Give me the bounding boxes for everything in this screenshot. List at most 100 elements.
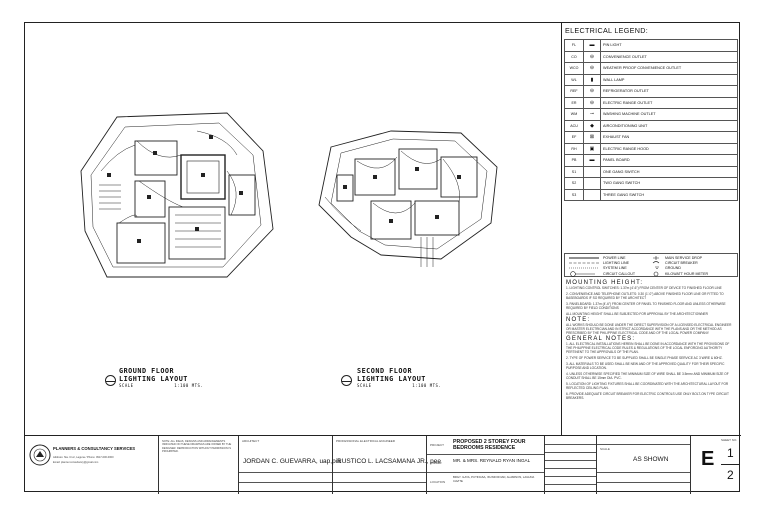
ground-floor-title: GROUND FLOOR LIGHTING LAYOUT SCALE 1:100… — [119, 367, 203, 388]
kwh-meter-label: KILOWATT HOUR METER — [665, 272, 709, 276]
second-floor-scale-value: 1:100 MTS. — [412, 383, 442, 388]
ground-floor-scale-value: 1:100 MTS. — [174, 383, 204, 388]
power-line-label: POWER LINE — [603, 256, 626, 260]
note-title: NOTE: — [566, 317, 591, 323]
legend-symbol-icon: ⊸ — [583, 108, 601, 121]
legend-row: CO⊖CONVENIENCE OUTLET — [564, 50, 738, 63]
mounting-height-item: 2. CONVENIENCE AND TELEPHONE OUTLETS: 0.… — [566, 292, 724, 300]
engineer-cell: PROFESSIONAL ELECTRICAL ENGINEER RUSTICO… — [333, 436, 441, 494]
main-breaker-label: MAIN SERVICE DROP — [665, 256, 703, 260]
scale-value: AS SHOWN — [633, 456, 669, 463]
legend-label: CONVENIENCE OUTLET — [600, 50, 738, 63]
circuit-breaker-label: CIRCUIT BREAKER — [665, 261, 698, 265]
scale-divider-3 — [597, 482, 690, 483]
firm-email: Email: planner.consultancy@gmail.com — [53, 461, 99, 464]
engineer-divider — [333, 472, 426, 473]
second-floor-scale: SCALE 1:100 MTS. — [357, 383, 441, 388]
legend-symbol-icon: ▬ — [583, 154, 601, 167]
general-notes-list: 1. ALL ELECTRICAL INSTALLATIONS HEREIN S… — [566, 342, 736, 400]
revision-cell — [545, 436, 597, 494]
legend-code: WCO — [564, 62, 584, 75]
second-floor-title-marker — [341, 375, 352, 386]
scale-label: SCALE — [600, 447, 610, 451]
architect-name: JORDAN C. GUEVARRA, uap,pia — [243, 458, 341, 465]
ground-floor-scale: SCALE 1:100 MTS. — [119, 383, 203, 388]
mounting-height-item: 1. LIGHTING CONTROL SWITCHES: 1.37m (4'-… — [566, 286, 722, 290]
legend-title: ELECTRICAL LEGEND: — [565, 26, 649, 35]
legend-label: WASHING MACHINE OUTLET — [600, 108, 738, 121]
general-note-item: 4. UNLESS OTHERWISE SPECIFIED THE MINIMU… — [566, 372, 729, 380]
ground-floor-title-marker — [105, 375, 116, 386]
ground-floor-scale-label: SCALE — [119, 383, 134, 388]
legend-code: PB — [564, 154, 584, 167]
legend-label: THREE GANG SWITCH — [600, 188, 738, 201]
project-label: PROJECT — [430, 443, 445, 447]
firm-name: PLANNERS & CONSULTANCY SERVICES — [53, 446, 136, 451]
owner-name: MR. & MRS. REYNALD RYAN INGAL — [453, 458, 531, 463]
note-text: ALL WORKS SHOULD BE DONE UNDER THE DIREC… — [566, 323, 732, 335]
legend-code: ACU — [564, 119, 584, 132]
general-note-item: 3. ALL MATERIALS TO BE USED SHALL BE NEW… — [566, 362, 725, 370]
general-note-item: 5. LOCATION OF LIGHTING FIXTURES SHALL B… — [566, 382, 729, 390]
architect-divider-2 — [239, 482, 332, 483]
legend-row: RH▣ELECTRIC RANGE HOOD — [564, 142, 738, 155]
legend-label: WEATHER PROOF CONVENIENCE OUTLET — [600, 62, 738, 75]
owner-divider — [427, 472, 544, 473]
mounting-height-list: 1. LIGHTING CONTROL SWITCHES: 1.37m (4'-… — [566, 286, 736, 316]
sheet-fraction-line — [721, 464, 739, 465]
firm-cell: PLANNERS & CONSULTANCY SERVICES Address:… — [25, 436, 159, 494]
firm-contact: Address: Sta. Cruz, Laguna / Phone: 0917… — [53, 456, 114, 459]
legend-label: TWO GANG SWITCH — [600, 177, 738, 190]
ground-floor-subtitle: LIGHTING LAYOUT — [119, 375, 188, 383]
location-label: LOCATION — [430, 480, 446, 484]
architect-divider — [239, 472, 332, 473]
scale-cell: SCALE AS SHOWN — [597, 436, 691, 494]
mounting-height-item: ALL MOUNTING HEIGHT SHALL BE SUBJECTED F… — [566, 312, 708, 316]
revision-line-5 — [545, 476, 596, 477]
legend-symbol-icon: ▬ — [583, 39, 601, 52]
second-floor-subtitle: LIGHTING LAYOUT — [357, 375, 426, 383]
legend-symbol-icon: ▮ — [583, 73, 601, 86]
second-floor-scale-label: SCALE — [357, 383, 372, 388]
legend-row: REF⊖REFRIGERATOR OUTLET — [564, 85, 738, 98]
legend-label: ONE GANG SWITCH — [600, 165, 738, 178]
legend-code: REF — [564, 85, 584, 98]
legend-code: S3 — [564, 188, 584, 201]
legend-symbol-icon: ▣ — [583, 142, 601, 155]
legend-symbol-icon: ⊖ — [583, 62, 601, 75]
system-line-label: SYSTEM LINE — [603, 266, 627, 270]
lighting-line-label: LIGHTING LINE — [603, 261, 629, 265]
location-value: BRGY. ILAYA, PUTINGSA, IKUNDI ROAD, ALAM… — [453, 475, 535, 483]
legend-label: ELECTRIC RANGE OUTLET — [600, 96, 738, 109]
general-note-item: 1. ALL ELECTRICAL INSTALLATIONS HEREIN S… — [566, 342, 730, 354]
ground-floor-title-text: GROUND FLOOR — [119, 367, 175, 375]
legend-row: WM⊸WASHING MACHINE OUTLET — [564, 108, 738, 121]
legend-row: WCO⊖WEATHER PROOF CONVENIENCE OUTLET — [564, 62, 738, 75]
legend-code: ER — [564, 96, 584, 109]
legend-label: PANEL BOARD — [600, 154, 738, 167]
architect-cell: ARCHITECT JORDAN C. GUEVARRA, uap,pia — [239, 436, 341, 494]
revision-line-4 — [545, 468, 596, 469]
sheet-cell: SHEET NO. E 1 2 — [691, 436, 741, 494]
revision-line-2 — [545, 452, 596, 453]
legend-code: FL — [564, 39, 584, 52]
legend-code: CO — [564, 50, 584, 63]
legend-code: EF — [564, 131, 584, 144]
legend-symbol-icon: ⊠ — [583, 131, 601, 144]
mounting-height-title: MOUNTING HEIGHT: — [566, 280, 644, 286]
second-floor-plan — [318, 130, 498, 267]
second-floor-title: SECOND FLOOR LIGHTING LAYOUT SCALE 1:100… — [357, 367, 441, 388]
line-legend: POWER LINE LIGHTING LINE SYSTEM LINE CIR… — [564, 253, 738, 277]
circuit-callout-label: CIRCUIT CALLOUT — [603, 272, 636, 276]
legend-label: REFRIGERATOR OUTLET — [600, 85, 738, 98]
sheet-letter: E — [701, 448, 715, 470]
project-divider — [427, 454, 544, 455]
title-block: PLANNERS & CONSULTANCY SERVICES Address:… — [25, 435, 741, 494]
sheet-total: 2 — [727, 468, 734, 482]
firm-logo-icon — [29, 444, 51, 466]
engineer-label: PROFESSIONAL ELECTRICAL ENGINEER — [336, 439, 395, 443]
legend-row: WL▮WALL LAMP — [564, 73, 738, 86]
legend-symbol-icon: ⊖ — [583, 96, 601, 109]
owner-label: OWNER — [430, 461, 442, 465]
